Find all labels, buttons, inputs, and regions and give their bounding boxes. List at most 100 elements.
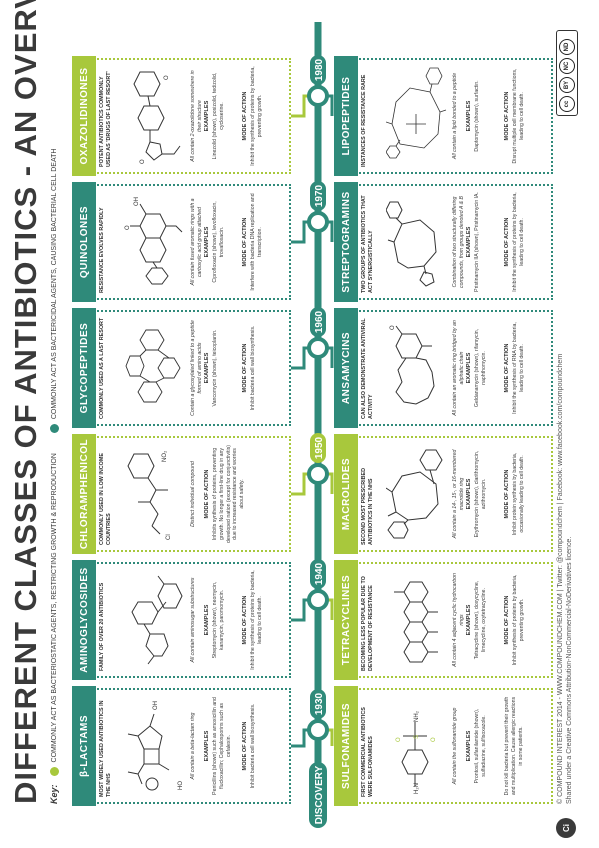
- mode-heading: MODE OF ACTION: [242, 91, 248, 141]
- cc-icon: cc: [559, 96, 575, 112]
- examples-heading: EXAMPLES: [466, 604, 472, 636]
- card-description: All contain the sulfonamide group: [452, 707, 458, 785]
- examples-heading: EXAMPLES: [466, 100, 472, 132]
- card-header: LIPOPEPTIDES: [334, 56, 358, 176]
- card-description: All contain a 14-, 15-, or 16-membered m…: [452, 449, 465, 539]
- mode-text: Interfere with bacteria DNA replication …: [250, 193, 263, 291]
- year-marker-1960: 1960: [307, 307, 329, 359]
- examples-text: Streptomycin (shown), neomycin, kanamyci…: [212, 581, 225, 659]
- year-label: 1930: [314, 692, 325, 715]
- svg-text:NH₂: NH₂: [414, 710, 420, 722]
- molecule-streptomycin-icon: [131, 575, 183, 665]
- molecule-ciprofloxacin-icon: OHO: [125, 197, 183, 285]
- year-label: 1940: [314, 562, 325, 585]
- mode-text: Inhibit synthesis of proteins by bacteri…: [512, 574, 525, 666]
- card-description: All contain fused aromatic rings with a …: [190, 198, 203, 286]
- mode-text: Do not kill bacteria but prevent their g…: [504, 696, 524, 796]
- card-header: AMINOGLYCOSIDES: [72, 560, 96, 680]
- nc-icon: NC: [559, 58, 575, 74]
- year-marker-1930: 1930: [307, 689, 329, 741]
- card-header: MACROLIDES: [334, 434, 358, 554]
- year-node: [307, 719, 329, 741]
- card-subtitle: INSTANCES OF RESISTANCE RARE: [361, 74, 367, 167]
- card-aminoglycosides: AMINOGLYCOSIDES FAMILY OF OVER 20 ANTIBI…: [72, 560, 291, 680]
- mode-heading: MODE OF ACTION: [242, 343, 248, 393]
- year-marker-1980: 1980: [307, 55, 329, 107]
- examples-heading: EXAMPLES: [204, 730, 210, 762]
- mode-text: Inhibit the synthesis of RNA by bacteria…: [512, 322, 525, 414]
- examples-text: Ciprofloxacin (shown), levofloxacin, tro…: [212, 201, 225, 283]
- svg-text:O: O: [164, 75, 170, 80]
- card-subtitle: TWO GROUPS OF ANTIBIOTICS THAT ACT SYNER…: [361, 195, 374, 293]
- card-description: All contain an aromatic ring bridged by …: [452, 320, 465, 416]
- year-pill: [310, 181, 326, 211]
- svg-text:Cl: Cl: [166, 534, 172, 540]
- mode-text: Inhibit bacteria cell wall biosynthesis.: [250, 703, 256, 789]
- footer-licence: Shared under a Creative Commons Attribut…: [566, 536, 574, 804]
- year-pill: [310, 307, 326, 337]
- card-description: All contain 4 adjacent cyclic hydrocarbo…: [452, 573, 465, 667]
- year-pill: [310, 433, 326, 463]
- card-description: All contain a lipid bonded to a peptide: [452, 72, 458, 160]
- card-description: Contain a glycosylated linked to a pepti…: [190, 320, 203, 416]
- card-header: ANSAMYCINS: [334, 308, 358, 428]
- molecule-vancomycin-icon: [125, 329, 181, 403]
- examples-text: Erythromycin (shown), clarithromycin, az…: [474, 450, 487, 538]
- discovery-label: DISCOVERY: [314, 765, 325, 824]
- footer: © COMPOUND INTEREST 2014 - WWW.COMPOUNDC…: [556, 144, 575, 804]
- card-subtitle: CAN ALSO DEMONSTRATE ANTIVIRAL ACTIVITY: [361, 318, 374, 419]
- examples-heading: EXAMPLES: [466, 226, 472, 258]
- svg-text:HO: HO: [178, 781, 184, 790]
- examples-heading: EXAMPLES: [204, 604, 210, 636]
- card-subtitle: FAMILY OF OVER 20 ANTIBIOTICS: [99, 582, 105, 671]
- year-node: [307, 211, 329, 233]
- card-header: SULFONAMIDES: [334, 686, 358, 806]
- molecule-linezolid-icon: OO: [133, 71, 181, 164]
- mode-text: Inhibit protein synthesis by bacteria, o…: [512, 452, 525, 536]
- svg-text:O: O: [390, 325, 396, 330]
- compound-interest-logo-icon: Ci: [556, 818, 576, 838]
- mode-heading: MODE OF ACTION: [504, 469, 510, 519]
- molecule-pristinamycin-icon: [386, 201, 437, 287]
- card-chloramphenicol: CHLORAMPHENICOL COMMONLY USED IN LOW INC…: [72, 434, 291, 554]
- year-node: [307, 463, 329, 485]
- molecule-chloramphenicol-icon: NO₂ Cl: [127, 450, 172, 540]
- card-header: TETRACYCLINES: [334, 560, 358, 680]
- examples-text: Vancomycin (shown), teicoplanin.: [212, 329, 218, 407]
- examples-text: Tetracycline (shown), doxycycline, limec…: [474, 580, 487, 660]
- card-subtitle: RESISTANCE EVOLVES RAPIDLY: [99, 207, 105, 293]
- card-tetracyclines: TETRACYCLINES BECOMING LESS POPULAR DUE …: [334, 560, 553, 680]
- mode-text: Inhibit the synthesis of proteins by bac…: [512, 192, 525, 292]
- card-subtitle: SECOND MOST PRESCRIBED ANTIBIOTICS IN TH…: [361, 468, 374, 545]
- card-description: Distinct individual compound: [190, 461, 196, 527]
- card-description: All contain aminosugar substructures: [190, 577, 196, 663]
- svg-text:S: S: [414, 735, 420, 739]
- molecule-daptomycin-icon: [386, 67, 447, 159]
- card-subtitle: FIRST COMMERCIAL ANTIBIOTICS WERE SULFON…: [361, 707, 374, 797]
- by-icon: BY: [559, 77, 575, 93]
- card-lipopeptides: LIPOPEPTIDES INSTANCES OF RESISTANCE RAR…: [334, 56, 553, 176]
- card-header: QUINOLONES: [72, 182, 96, 302]
- examples-heading: EXAMPLES: [204, 100, 210, 132]
- card-glycopeptides: GLYCOPEPTIDES COMMONLY USED AS A LAST RE…: [72, 308, 291, 428]
- year-label: 1950: [314, 436, 325, 459]
- examples-text: Pristinamycin IIA (shown), Pristinamycin…: [474, 192, 480, 292]
- card-header: OXAZOLIDINONES: [72, 56, 96, 176]
- mode-text: Inhibits synthesis of proteins, preventi…: [212, 444, 245, 544]
- svg-text:H₂N: H₂N: [414, 783, 420, 794]
- mode-text: Inhibit the synthesis of proteins by bac…: [250, 570, 263, 670]
- card-header: STREPTOGRAMINS: [334, 182, 358, 302]
- svg-text:NO₂: NO₂: [162, 450, 168, 462]
- footer-copyright: © COMPOUND INTEREST 2014 - WWW.COMPOUNDC…: [557, 353, 564, 804]
- examples-text: Geldanamycin (shown), rifamycin, naphtho…: [474, 328, 487, 408]
- mode-heading: MODE OF ACTION: [504, 217, 510, 267]
- examples-heading: EXAMPLES: [204, 226, 210, 258]
- card-subtitle: COMMONLY USED IN LOW INCOME COUNTRIES: [99, 453, 112, 545]
- examples-heading: EXAMPLES: [204, 352, 210, 384]
- card-subtitle: MOST WIDELY USED ANTIBIOTICS IN THE NHS: [99, 700, 112, 797]
- card-ansamycins: ANSAMYCINS CAN ALSO DEMONSTRATE ANTIVIRA…: [334, 308, 553, 428]
